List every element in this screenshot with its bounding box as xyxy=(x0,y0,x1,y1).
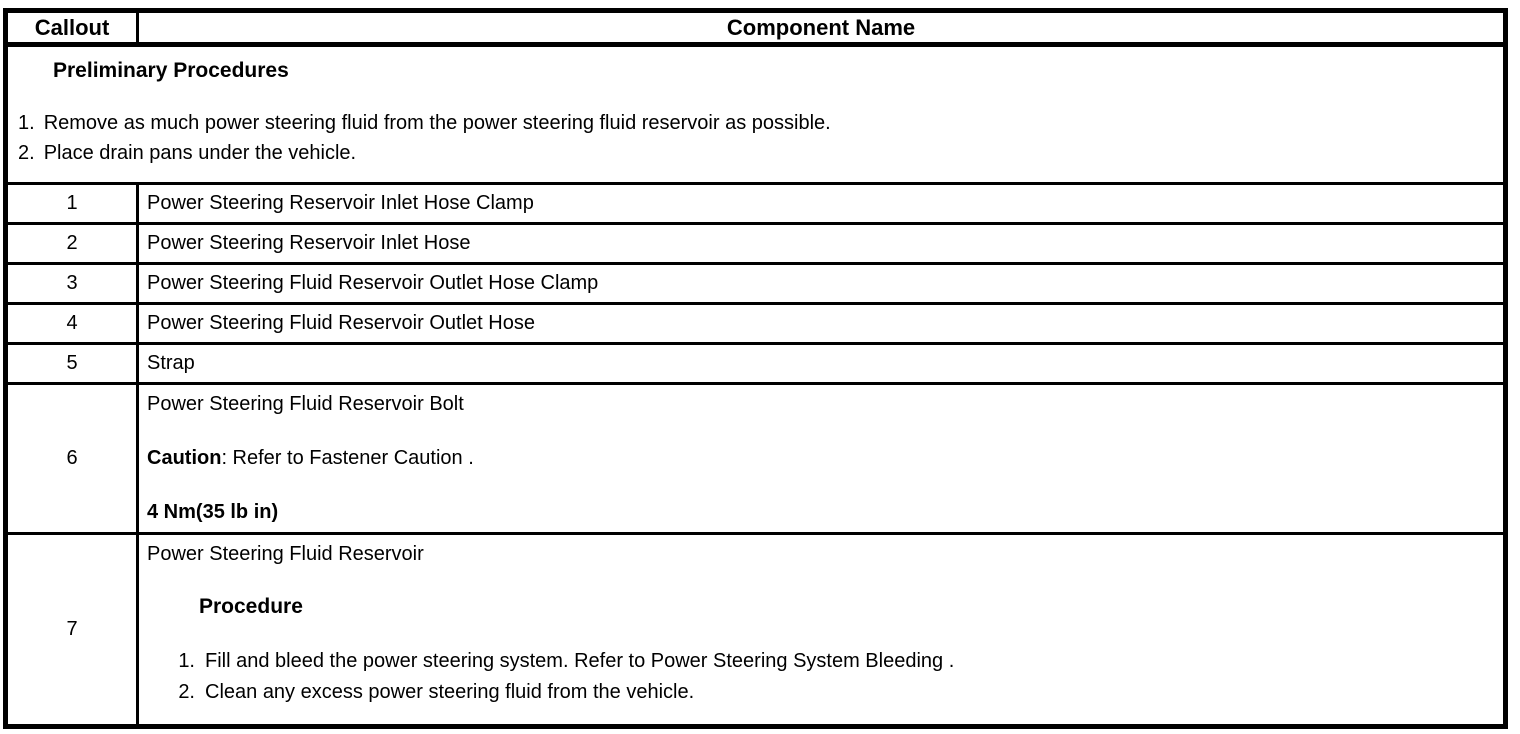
caution-note: Caution: Refer to Fastener Caution . xyxy=(147,447,1493,470)
preliminary-step: 1. Remove as much power steering fluid f… xyxy=(18,108,1491,138)
component-name-cell: Power Steering Fluid Reservoir Bolt Caut… xyxy=(136,381,1507,535)
procedure-step: 1. Fill and bleed the power steering sys… xyxy=(177,646,1493,677)
step-text: Fill and bleed the power steering system… xyxy=(205,649,955,672)
component-name-cell: Power Steering Fluid Reservoir Outlet Ho… xyxy=(136,261,1507,305)
preliminary-steps-list: 1. Remove as much power steering fluid f… xyxy=(18,108,1491,168)
component-name-cell: Power Steering Reservoir Inlet Hose xyxy=(136,221,1507,265)
table-row: 1 Power Steering Reservoir Inlet Hose Cl… xyxy=(4,181,1507,225)
preliminary-procedures-row: Preliminary Procedures 1. Remove as much… xyxy=(4,43,1507,185)
step-text: Clean any excess power steering fluid fr… xyxy=(205,680,695,703)
table-row: 4 Power Steering Fluid Reservoir Outlet … xyxy=(4,301,1507,345)
callout-column-header: Callout xyxy=(4,9,139,47)
component-name-text: Power Steering Fluid Reservoir Bolt xyxy=(147,392,464,415)
callout-cell: 5 xyxy=(4,341,139,385)
callout-cell: 3 xyxy=(4,261,139,305)
step-text: Remove as much power steering fluid from… xyxy=(43,112,831,134)
callout-cell: 4 xyxy=(4,301,139,345)
procedure-step: 2. Clean any excess power steering fluid… xyxy=(177,677,1493,708)
step-number: 1. xyxy=(178,649,195,672)
table-header-row: Callout Component Name xyxy=(4,9,1507,47)
procedure-title: Procedure xyxy=(199,594,303,618)
table-row: 5 Strap xyxy=(4,341,1507,385)
preliminary-procedures-title: Preliminary Procedures xyxy=(53,59,289,82)
callout-cell: 6 xyxy=(4,381,139,535)
table-row: 2 Power Steering Reservoir Inlet Hose xyxy=(4,221,1507,265)
step-number: 1. xyxy=(18,112,35,134)
component-name-cell: Strap xyxy=(136,341,1507,385)
step-number: 2. xyxy=(178,680,195,703)
callout-component-table: Callout Component Name Preliminary Proce… xyxy=(3,8,1508,729)
component-name-text: Power Steering Fluid Reservoir xyxy=(147,542,424,565)
step-text: Place drain pans under the vehicle. xyxy=(43,142,357,164)
component-name-cell: Power Steering Reservoir Inlet Hose Clam… xyxy=(136,181,1507,225)
caution-text: : Refer to Fastener Caution . xyxy=(221,446,474,469)
table-row: 3 Power Steering Fluid Reservoir Outlet … xyxy=(4,261,1507,305)
table-row: 6 Power Steering Fluid Reservoir Bolt Ca… xyxy=(4,381,1507,535)
torque-spec: 4 Nm(35 lb in) xyxy=(147,500,279,523)
callout-cell: 7 xyxy=(4,531,139,729)
callout-cell: 2 xyxy=(4,221,139,265)
caution-label: Caution xyxy=(147,446,222,469)
component-name-cell: Power Steering Fluid Reservoir Procedure… xyxy=(136,531,1507,729)
procedure-steps-list: 1. Fill and bleed the power steering sys… xyxy=(177,646,1493,708)
preliminary-procedures-cell: Preliminary Procedures 1. Remove as much… xyxy=(4,43,1507,185)
component-name-cell: Power Steering Fluid Reservoir Outlet Ho… xyxy=(136,301,1507,345)
preliminary-step: 2. Place drain pans under the vehicle. xyxy=(18,138,1491,168)
callout-cell: 1 xyxy=(4,181,139,225)
step-number: 2. xyxy=(18,142,35,164)
component-name-column-header: Component Name xyxy=(136,9,1507,47)
table-row: 7 Power Steering Fluid Reservoir Procedu… xyxy=(4,531,1507,729)
